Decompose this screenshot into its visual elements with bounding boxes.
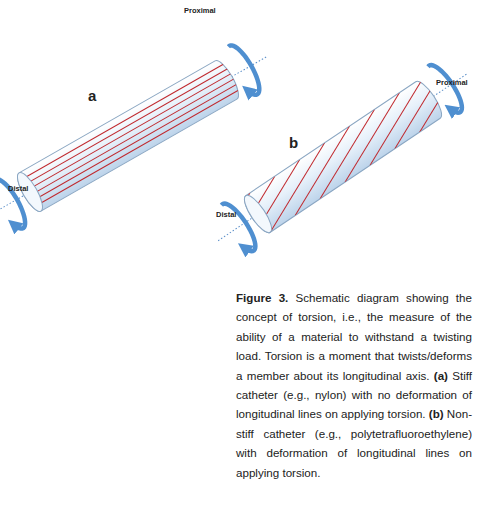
deformed-line	[296, 109, 399, 198]
deformed-line	[395, 43, 479, 132]
torsion-arrow	[424, 61, 468, 116]
deformed-line	[370, 59, 473, 148]
longitudinal-line	[29, 88, 242, 210]
deformed-line	[271, 126, 374, 215]
longitudinal-line	[26, 83, 239, 205]
catheter-end	[240, 192, 276, 236]
figure-caption: Figure 3. Schematic diagram showing the …	[236, 288, 472, 482]
axis-line	[0, 56, 268, 216]
axis-line	[218, 73, 468, 240]
catheter-body	[13, 57, 243, 214]
end-label: Proximal	[184, 7, 216, 15]
torsion-arrow	[0, 175, 31, 231]
deformed-line	[345, 76, 448, 165]
longitudinal-line	[23, 78, 236, 200]
panel-letter: b	[289, 135, 298, 150]
end-label: Distal	[216, 211, 236, 219]
deformed-line	[221, 160, 324, 249]
longitudinal-line	[14, 62, 227, 184]
panel-letter: a	[88, 88, 96, 103]
end-label: Proximal	[436, 79, 468, 87]
deformed-line	[196, 176, 299, 265]
longitudinal-line	[20, 72, 233, 194]
stiff-catheter	[0, 32, 282, 240]
end-label: Distal	[8, 185, 28, 193]
deformed-line	[320, 93, 423, 182]
non-stiff-catheter	[168, 4, 479, 287]
torsion-arrow	[224, 41, 265, 97]
deformed-line	[420, 26, 479, 115]
catheter-body	[240, 78, 446, 236]
longitudinal-line	[17, 67, 230, 189]
torsion-arrow	[217, 199, 261, 254]
